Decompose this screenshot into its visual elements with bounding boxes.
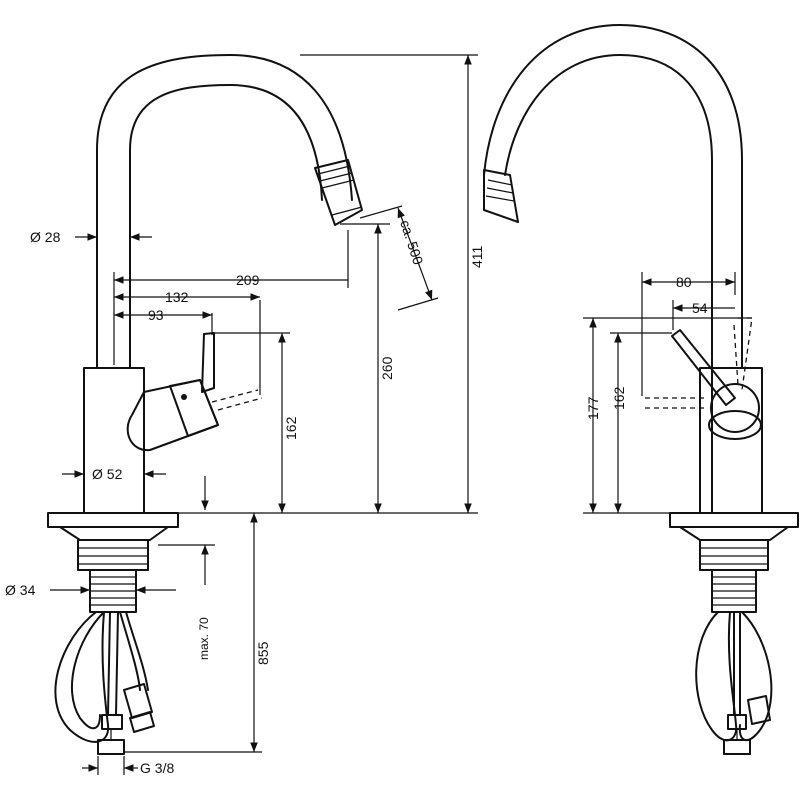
dim-177: 177 [585,396,601,420]
dim-411: 411 [469,245,485,268]
right-spray-head [483,169,519,223]
dim-132: 132 [165,289,189,305]
left-hose-loop [54,611,110,743]
dim-54: 54 [692,300,708,316]
right-dimensions: 80 54 177 162 [583,272,752,514]
right-fitting-3 [747,695,771,725]
dim-g38: G 3/8 [140,760,174,776]
left-spray-head [314,159,363,226]
left-fitting-1 [101,714,123,730]
dim-162-right: 162 [611,386,627,410]
dim-hose-500: ca. 500 [397,218,426,267]
left-supply-hose [107,611,119,716]
left-mixer-cap [169,379,219,437]
right-lever [671,329,736,406]
dim-max70: max. 70 [197,617,211,660]
dim-209: 209 [236,272,260,288]
right-mount-nut [699,539,769,571]
dim-855: 855 [255,641,271,665]
left-base-plate [47,512,179,528]
dim-80: 80 [676,274,692,290]
dim-162-left: 162 [283,416,299,440]
right-body [699,367,763,514]
right-fitting-2 [723,739,751,755]
left-lever-alt [211,389,263,411]
dim-d28: Ø 28 [30,229,61,245]
dim-d34: Ø 34 [5,582,36,598]
right-hose-loop [695,611,738,742]
right-spout-outer [504,54,713,514]
left-lever [201,332,215,393]
dim-260: 260 [379,356,395,380]
right-view-faucet [483,24,799,755]
left-fitting-3 [123,683,153,719]
right-mixer-knob [710,383,760,433]
left-mount-nut [77,539,149,571]
left-fitting-2 [97,739,125,755]
right-base-plate [669,512,799,528]
dim-d52: Ø 52 [92,466,123,482]
right-spout-inner [483,24,743,369]
left-spout-outer [96,54,353,369]
left-body [83,367,145,514]
left-dimensions: Ø 28 Ø 52 209 132 93 162 260 411 [5,54,485,776]
left-spout-inner [129,84,323,369]
dim-93: 93 [148,307,164,323]
